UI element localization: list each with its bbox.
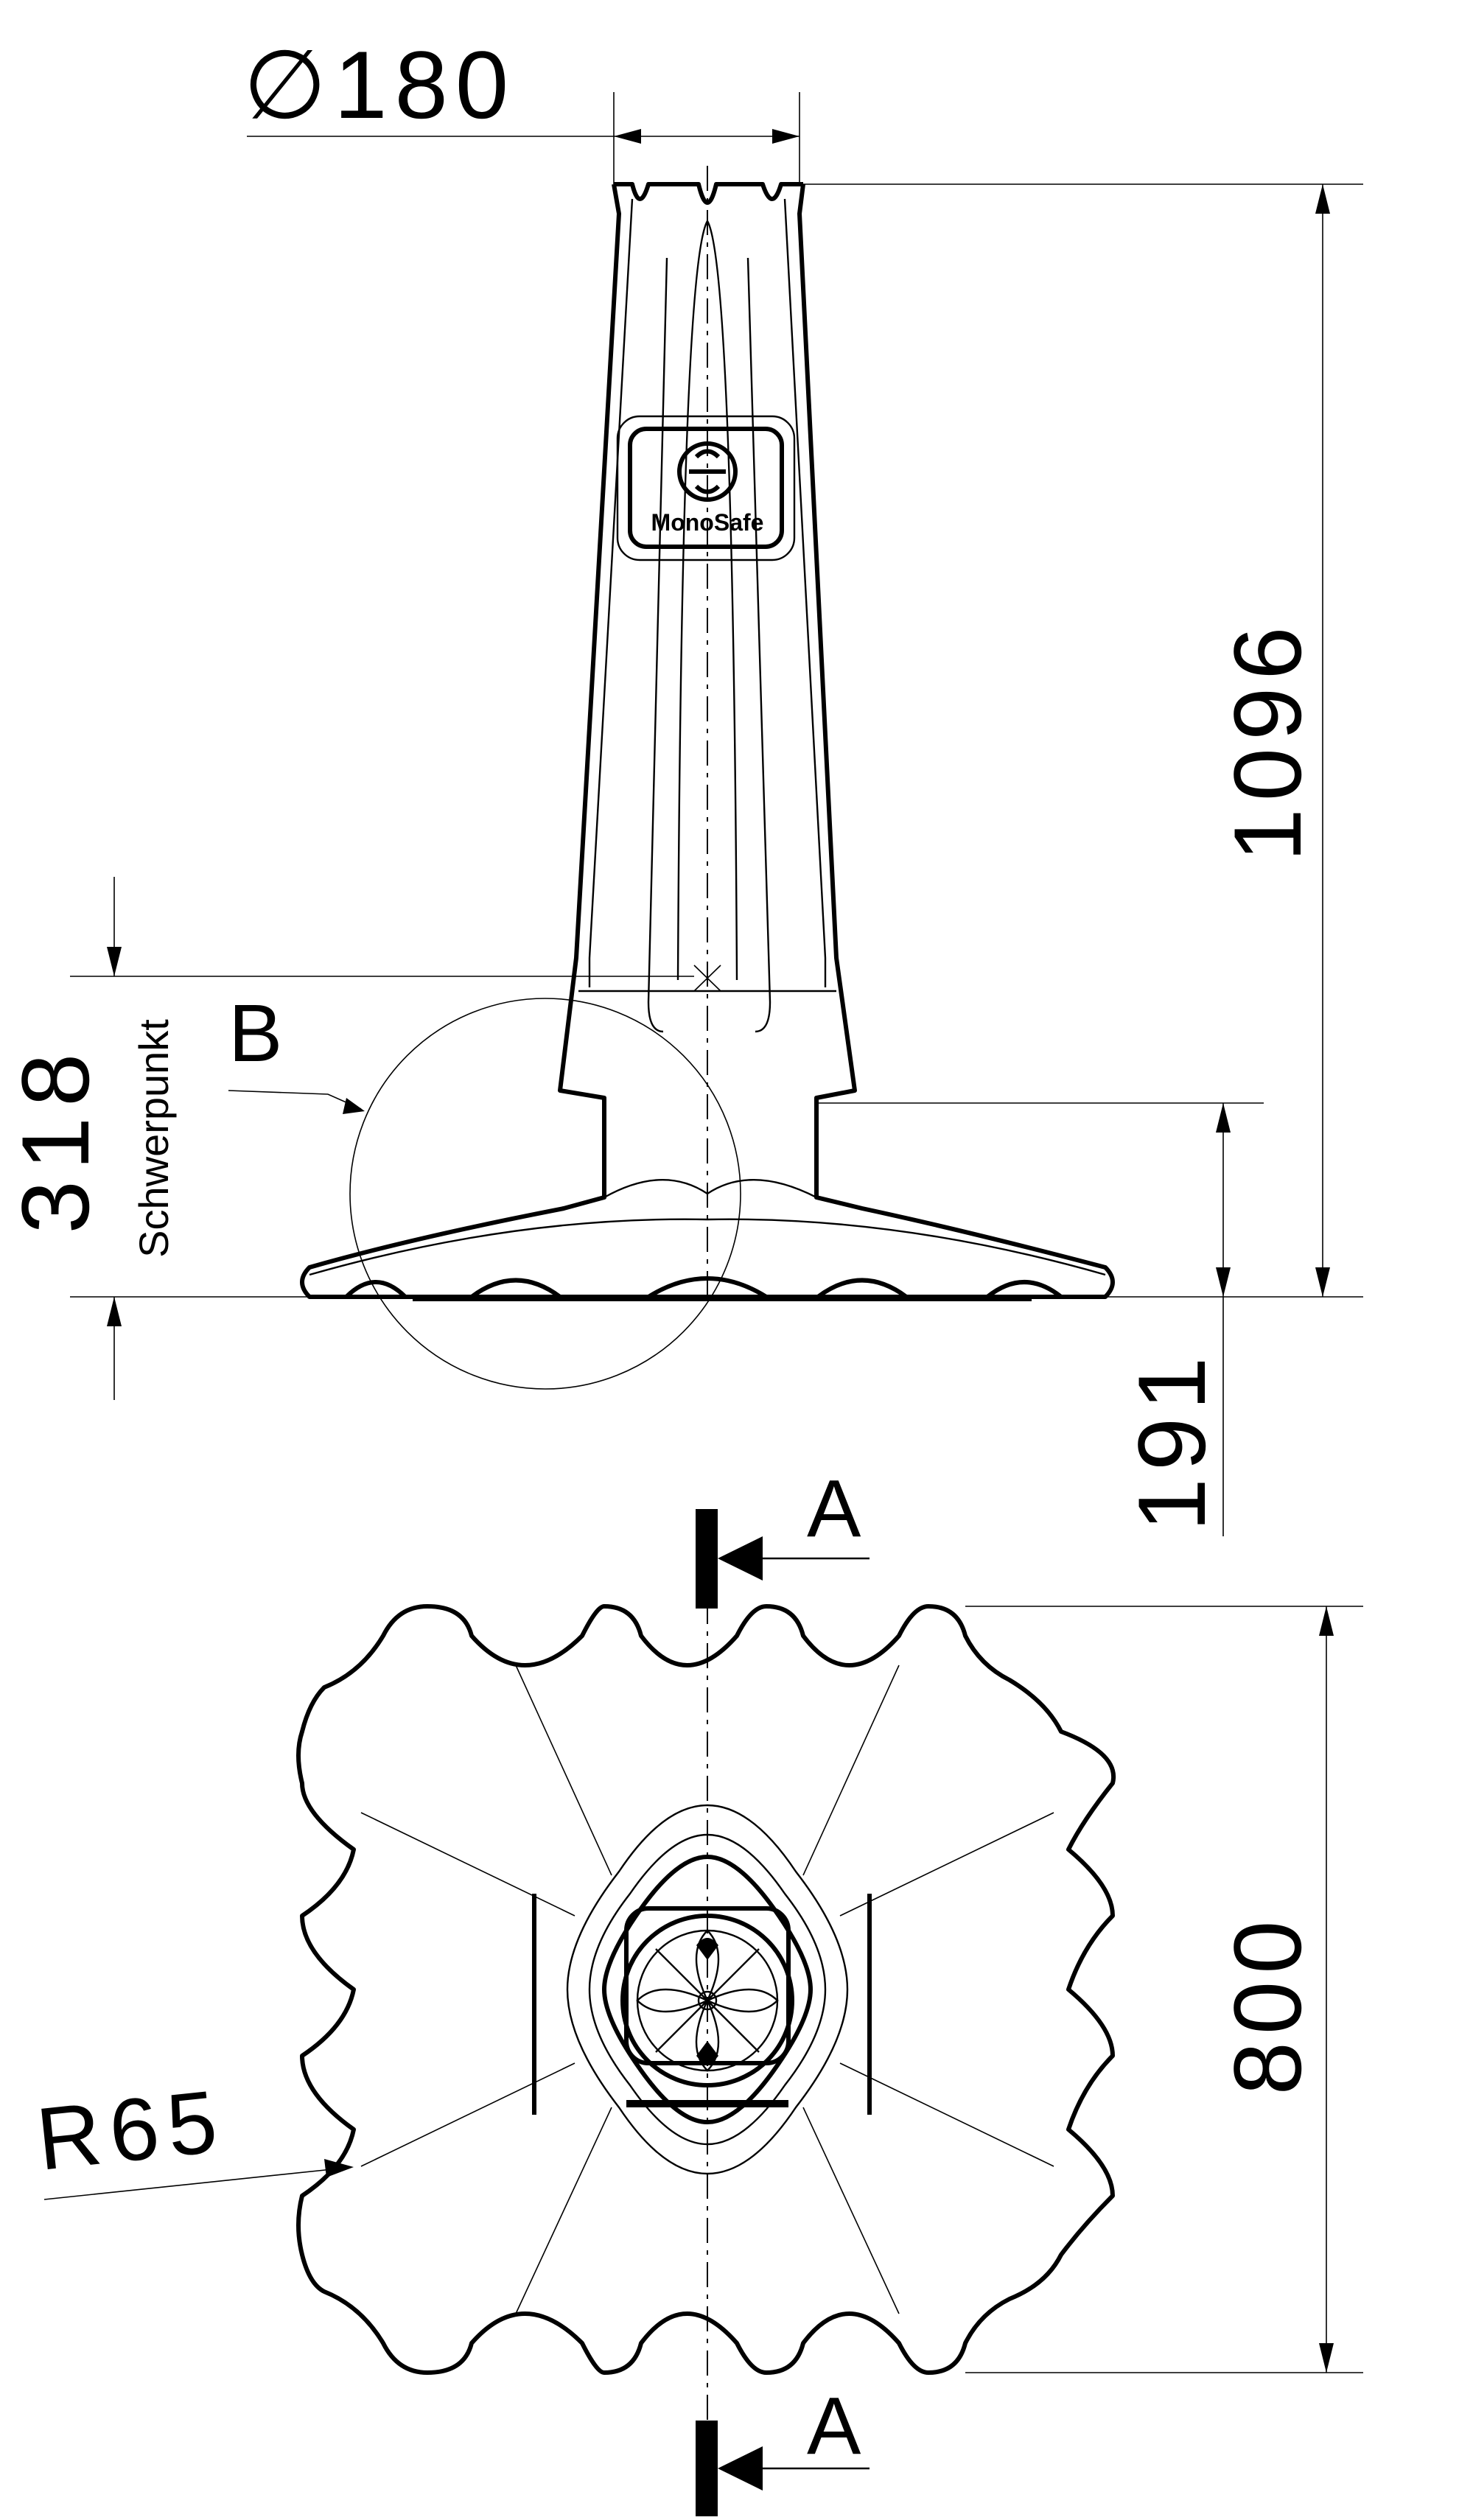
dim-radius-text: R65 [32,2071,231,2189]
dim-diameter-text: ∅180 [243,31,516,139]
dim-center-gravity-text: 318 [1,1043,109,1234]
detail-circle [349,998,741,1390]
dim-radius: R65 [32,2071,354,2200]
dim-height-total-text: 1096 [1214,619,1321,861]
dim-width: 800 [965,1606,1363,2373]
section-label-bottom: A [807,2381,861,2471]
logo-plate: MonoSafe [616,415,796,561]
section-marker-top: A [696,1463,870,1609]
dim-height-total: 1096 [803,183,1363,1298]
center-gravity-label: Schwerpunkt [130,1019,177,1258]
dim-center-gravity: 318 Schwerpunkt [1,877,694,1400]
post-top [614,182,803,205]
section-label-top: A [807,1463,861,1554]
dim-width-text: 800 [1214,1914,1321,2096]
section-marker-bottom: A [696,2381,870,2516]
top-view [296,1511,1116,2446]
logo-icon [677,441,738,502]
dim-base-height-text: 191 [1118,1350,1225,1532]
dim-diameter: ∅180 [243,31,800,184]
hub-ring [620,1914,794,2087]
dim-base-height: 191 [816,1102,1264,1536]
detail-label: B [228,988,282,1079]
hub-center [697,1990,718,2011]
base-outline [296,1604,1116,2375]
logo-text: MonoSafe [651,509,764,536]
side-view: MonoSafe B [228,166,1115,1390]
